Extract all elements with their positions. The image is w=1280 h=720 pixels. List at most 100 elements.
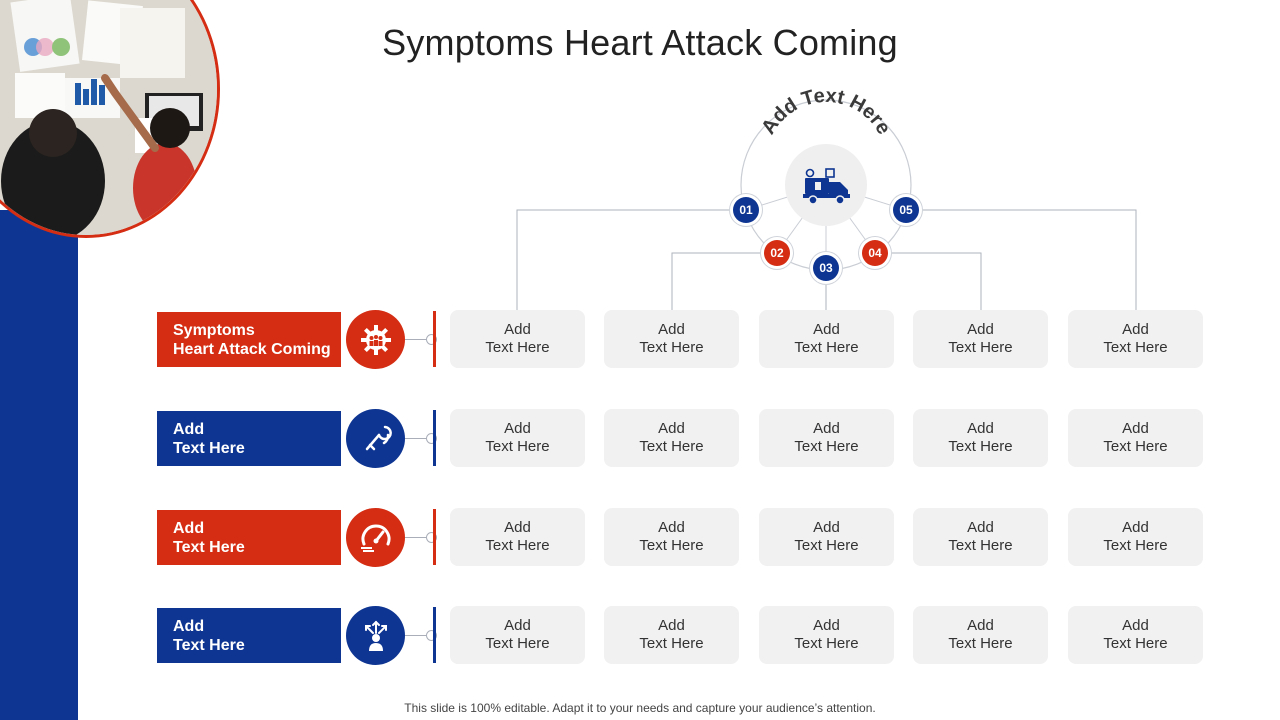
cell-line1: Add [813, 519, 840, 536]
row-label-line1: Add [173, 420, 205, 438]
row-connector [405, 438, 427, 439]
cell-line2: Text Here [794, 537, 859, 554]
cell-line2: Text Here [948, 635, 1013, 652]
person-arrows-icon [346, 606, 405, 665]
cell-line2: Text Here [948, 438, 1013, 455]
cell-line2: Text Here [794, 339, 859, 356]
cell-line1: Add [658, 617, 685, 634]
cell-line1: Add [658, 519, 685, 536]
cell-line2: Text Here [639, 635, 704, 652]
row-divider [433, 410, 436, 466]
row-connector [405, 339, 427, 340]
cell-line2: Text Here [639, 339, 704, 356]
cell-line1: Add [1122, 519, 1149, 536]
row-connector [405, 635, 427, 636]
cell-line2: Text Here [485, 339, 550, 356]
row-divider [433, 607, 436, 663]
cell-line2: Text Here [639, 438, 704, 455]
row-label-line2: Text Here [173, 538, 245, 556]
cell-line2: Text Here [1103, 635, 1168, 652]
row-divider [433, 509, 436, 565]
cell-line2: Text Here [794, 635, 859, 652]
row-label-line1: Add [173, 519, 205, 537]
row-connector [405, 537, 427, 538]
cell-line2: Text Here [485, 438, 550, 455]
row-label-line2: Text Here [173, 636, 245, 654]
row-connector-dot [426, 433, 437, 444]
cell-line1: Add [504, 420, 531, 437]
cell-line1: Add [504, 321, 531, 338]
cell-line1: Add [967, 519, 994, 536]
tools-icon [346, 409, 405, 468]
row-connector-dot [426, 334, 437, 345]
page-title: Symptoms Heart Attack Coming [382, 22, 898, 63]
hub-badge-04: 04 [862, 240, 888, 266]
cell-line1: Add [813, 617, 840, 634]
speedometer-icon [346, 508, 405, 567]
cell-line1: Add [658, 420, 685, 437]
cell-line1: Add [967, 420, 994, 437]
cell-line1: Add [658, 321, 685, 338]
gear-people-icon [346, 310, 405, 369]
team-photo [0, 0, 220, 238]
hub-badge-02: 02 [764, 240, 790, 266]
cell-line1: Add [1122, 617, 1149, 634]
cell-line1: Add [504, 617, 531, 634]
cell-line2: Text Here [948, 339, 1013, 356]
cell-line2: Text Here [1103, 438, 1168, 455]
cell-line1: Add [813, 321, 840, 338]
cell-line2: Text Here [485, 635, 550, 652]
cell-line2: Text Here [1103, 339, 1168, 356]
cell-line1: Add [967, 617, 994, 634]
hub-badge-01: 01 [733, 197, 759, 223]
side-accent-bar [0, 210, 78, 720]
cell-line1: Add [813, 420, 840, 437]
cell-line2: Text Here [948, 537, 1013, 554]
cell-line2: Text Here [794, 438, 859, 455]
row-label-line2: Heart Attack Coming [173, 340, 331, 358]
row-connector-dot [426, 630, 437, 641]
row-label-line2: Text Here [173, 439, 245, 457]
footer-note: This slide is 100% editable. Adapt it to… [404, 701, 876, 715]
cell-line1: Add [1122, 420, 1149, 437]
row-label-line1: Add [173, 617, 205, 635]
cell-line2: Text Here [485, 537, 550, 554]
truck-icon [803, 168, 850, 205]
cell-line1: Add [967, 321, 994, 338]
cell-line2: Text Here [639, 537, 704, 554]
cell-line2: Text Here [1103, 537, 1168, 554]
row-divider [433, 311, 436, 367]
cell-line1: Add [1122, 321, 1149, 338]
row-connector-dot [426, 532, 437, 543]
hub-badge-03: 03 [813, 255, 839, 281]
hub-badge-05: 05 [893, 197, 919, 223]
cell-line1: Add [504, 519, 531, 536]
row-label-line1: Symptoms [173, 321, 255, 339]
hub-arc-text: Add Text Here [757, 85, 894, 139]
